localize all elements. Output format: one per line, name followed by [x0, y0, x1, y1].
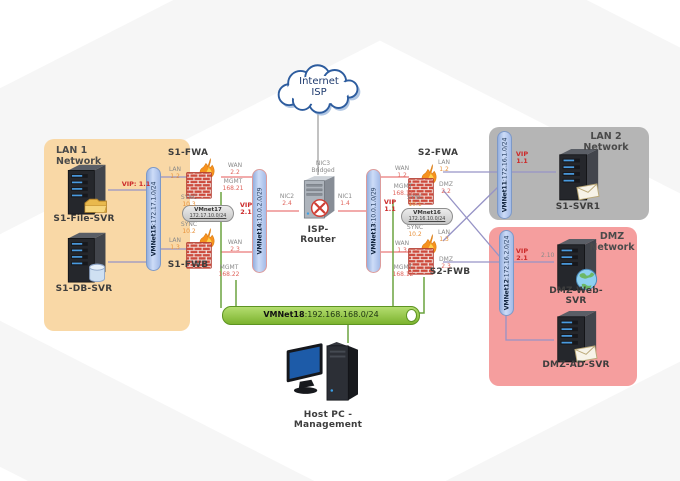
dmz-title: DMZ Network — [589, 231, 635, 253]
firewall-icon-s2fwb — [407, 233, 445, 276]
dmz-web-svr-label: DMZ-Web- SVR — [549, 286, 603, 306]
firewall-icon-s1fwa — [185, 157, 223, 200]
monitor-icon — [286, 343, 323, 394]
lan-links — [108, 171, 556, 341]
mail-icon — [576, 183, 600, 201]
s1-db-svr-label: S1-DB-SVR — [55, 284, 113, 294]
vmnet16-cylinder: VMnet16 172.16.10.0/24 — [401, 208, 453, 225]
vmnet11-bus: VMNet11:172.16.1.0/24 — [497, 131, 512, 219]
vmnet15-bus: VMNet15:172.17.1.0/24 — [146, 167, 161, 271]
vmnet13-bus: VMNet13:10.0.1.0/29 — [366, 169, 381, 273]
vmnet18-bus: VMNet18:192.168.168.0/24 — [222, 306, 420, 325]
file-server-icon — [60, 162, 110, 216]
s1-svr1-label: S1-SVR1 — [555, 202, 601, 212]
host-pc-label: Host PC - Management — [293, 410, 363, 430]
wan-links — [221, 176, 409, 253]
vmnet17-cylinder: VMnet17 172.17.10.0/24 — [182, 205, 234, 222]
firewall-icon-s1fwb — [185, 227, 223, 270]
lan1-title: LAN 1 Network — [56, 145, 102, 167]
db-server-icon — [60, 230, 110, 284]
firewall-icon-s2fwa — [407, 163, 445, 206]
isp-router-label: ISP-Router — [300, 225, 336, 245]
s1-svr1-icon — [552, 146, 602, 202]
s2fwa-label: S2-FWA — [417, 148, 459, 158]
dmz-web-server-icon — [550, 236, 600, 292]
database-icon — [89, 263, 106, 283]
mail-icon — [574, 345, 598, 363]
internet-cloud-label: Internet ISP — [299, 76, 339, 98]
globe-icon — [575, 268, 598, 290]
vmnet14-bus: VMNet14:10.0.2.0/29 — [252, 169, 267, 273]
s1-file-svr-label: S1-File-SVR — [53, 214, 115, 224]
lan2-title: LAN 2 Network — [583, 131, 629, 153]
dmz-ad-svr-label: DMZ-AD-SVR — [542, 360, 610, 370]
router-x-icon — [310, 199, 329, 217]
vmnet12-bus: VMNet12:172.16.2.0/24 — [499, 230, 514, 316]
internet-cloud-icon — [272, 62, 367, 116]
dmz-ad-server-icon — [550, 308, 600, 364]
s1fwa-label: S1-FWA — [167, 148, 209, 158]
dmz-web-ip: 2.10 — [541, 252, 555, 259]
isp-router-icon — [297, 172, 339, 224]
host-pc-icon — [286, 340, 364, 406]
s2fwb-label: S2-FWB — [429, 267, 471, 277]
s1fwb-label: S1-FWB — [167, 260, 209, 270]
folder-icon — [84, 198, 107, 213]
vip-lan1: VIP: 1.1 — [121, 180, 151, 188]
